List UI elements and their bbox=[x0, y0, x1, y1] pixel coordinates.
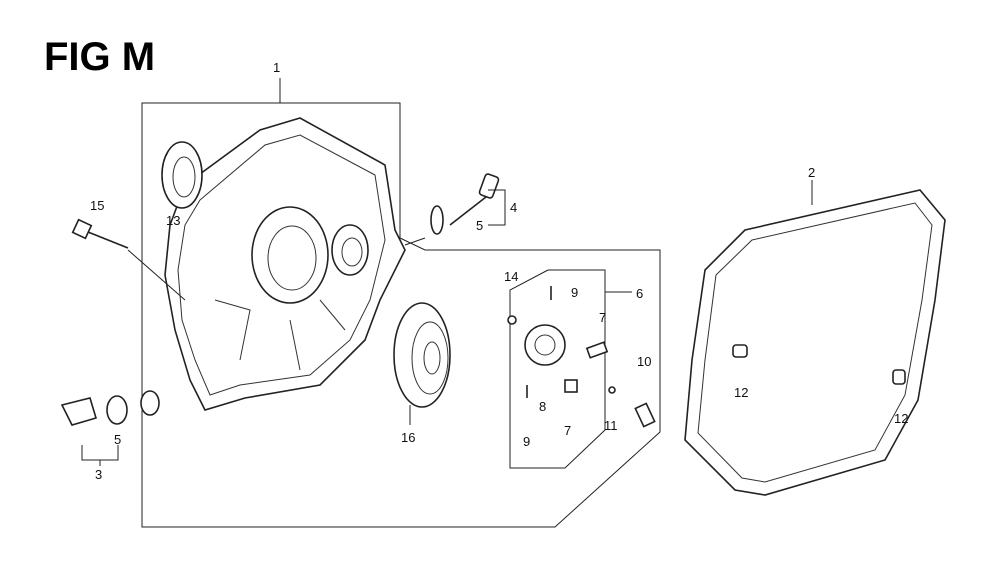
pump-group-outline bbox=[509, 269, 606, 469]
part-label-8: 8 bbox=[539, 399, 546, 414]
oil-filler-cap bbox=[430, 173, 500, 235]
part-label-1: 1 bbox=[273, 60, 280, 75]
part-label-15: 15 bbox=[90, 198, 104, 213]
gasket bbox=[684, 189, 946, 496]
part-label-3: 3 bbox=[95, 467, 102, 482]
part-label-16: 16 bbox=[401, 430, 415, 445]
ball-bearing bbox=[393, 302, 451, 408]
part-label-9: 9 bbox=[571, 285, 578, 300]
oil-seal bbox=[161, 141, 203, 209]
part-label-7: 7 bbox=[599, 310, 606, 325]
dowel-pin bbox=[892, 369, 906, 385]
drain-plug bbox=[60, 390, 160, 426]
part-label-10: 10 bbox=[637, 354, 651, 369]
part-label-2: 2 bbox=[808, 165, 815, 180]
crankcase-cover bbox=[164, 117, 406, 411]
part-label-12: 12 bbox=[894, 411, 908, 426]
assembly-outline bbox=[141, 78, 661, 528]
part-label-14: 14 bbox=[504, 269, 518, 284]
part-label-4: 4 bbox=[510, 200, 517, 215]
part-label-9: 9 bbox=[523, 434, 530, 449]
figure-title: FIG M bbox=[44, 35, 155, 79]
part-label-6: 6 bbox=[636, 286, 643, 301]
part-label-5: 5 bbox=[114, 432, 121, 447]
part-label-12: 12 bbox=[734, 385, 748, 400]
oil-pump bbox=[507, 286, 656, 428]
dowel-pin bbox=[732, 344, 748, 358]
part-label-7: 7 bbox=[564, 423, 571, 438]
part-label-11: 11 bbox=[604, 418, 618, 433]
flange-bolt bbox=[71, 218, 129, 249]
part-label-5: 5 bbox=[476, 218, 483, 233]
part-label-13: 13 bbox=[166, 213, 180, 228]
